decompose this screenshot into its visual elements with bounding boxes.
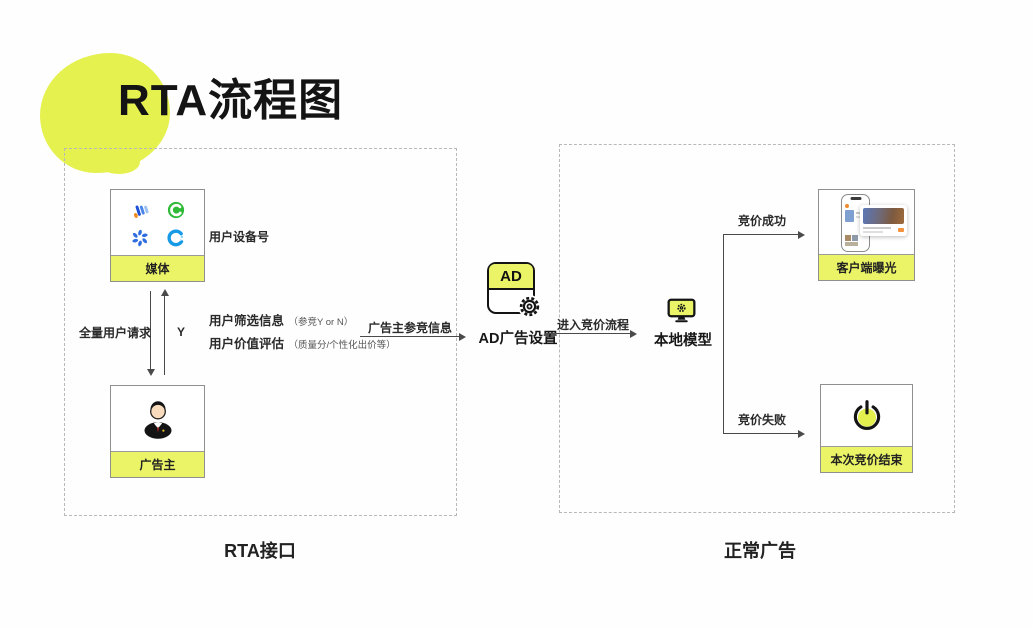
- page-title: RTA流程图: [118, 76, 344, 125]
- client-exposure-label: 客户端曝光: [819, 254, 914, 280]
- enter-bidding-line: [545, 333, 631, 335]
- bid-fail-label: 竞价失败: [738, 413, 787, 427]
- y-label: Y: [177, 325, 186, 339]
- media-node: 媒体: [110, 189, 205, 282]
- response-line: [164, 295, 166, 375]
- monitor-gear-icon: [667, 298, 696, 323]
- full-request-label: 全量用户请求: [79, 326, 152, 340]
- fail-arrowhead-icon: [798, 429, 805, 438]
- phone-ad-card-icon: [819, 190, 914, 254]
- response-arrowhead-icon: [160, 289, 169, 296]
- ad-settings-caption: AD广告设置: [478, 331, 558, 347]
- filter-info-line: 用户筛选信息 （参竞Y or N）: [209, 310, 353, 330]
- advertiser-node: 广告主: [110, 385, 205, 478]
- rta-interface-caption: RTA接口: [224, 541, 296, 561]
- client-exposure-node: 客户端曝光: [818, 189, 915, 281]
- bid-info-arrowhead-icon: [459, 332, 466, 341]
- value-eval-line: 用户价值评估 （质量分/个性化出价等）: [209, 333, 396, 353]
- value-eval-paren: （质量分/个性化出价等）: [288, 340, 396, 351]
- value-eval-main: 用户价值评估: [209, 337, 285, 351]
- ad-badge: AD: [489, 264, 533, 290]
- gear-icon: [518, 295, 541, 318]
- filter-info-main: 用户筛选信息: [209, 314, 285, 328]
- enter-bidding-label: 进入竞价流程: [556, 318, 629, 332]
- request-arrowhead-icon: [146, 369, 155, 376]
- filter-info-paren: （参竞Y or N）: [288, 317, 354, 328]
- businessman-icon: [144, 400, 171, 439]
- normal-ad-caption: 正常广告: [724, 541, 796, 561]
- ad-card-gear-icon: AD: [487, 262, 541, 318]
- advertiser-node-label: 广告主: [111, 451, 204, 477]
- bid-info-line: [360, 336, 460, 338]
- normal-ad-panel: [559, 144, 955, 513]
- power-icon: [853, 399, 880, 430]
- media-node-label: 媒体: [111, 255, 204, 281]
- bid-info-label: 广告主参竞信息: [367, 321, 452, 335]
- green-swirl-app-icon: [167, 201, 184, 218]
- title-blob-small: [98, 150, 140, 174]
- request-line: [150, 291, 152, 371]
- success-line: [723, 234, 799, 236]
- ad-preview-card: [860, 205, 907, 236]
- rta-interface-panel: [64, 148, 457, 516]
- device-id-label: 用户设备号: [209, 230, 270, 244]
- success-arrowhead-icon: [798, 230, 805, 239]
- blue-c-app-icon: [166, 228, 183, 246]
- branch-vertical-line: [723, 234, 725, 434]
- media-node-icons: [111, 190, 204, 255]
- bidding-end-label: 本次竞价结束: [821, 446, 912, 472]
- bid-success-label: 竞价成功: [738, 214, 787, 228]
- colorful-m-app-icon: [133, 205, 149, 218]
- enter-bidding-arrowhead-icon: [630, 329, 637, 338]
- bidding-end-node: 本次竞价结束: [820, 384, 913, 473]
- fail-line: [723, 433, 799, 435]
- blue-pinwheel-app-icon: [131, 229, 148, 246]
- local-model-caption: 本地模型: [654, 333, 712, 349]
